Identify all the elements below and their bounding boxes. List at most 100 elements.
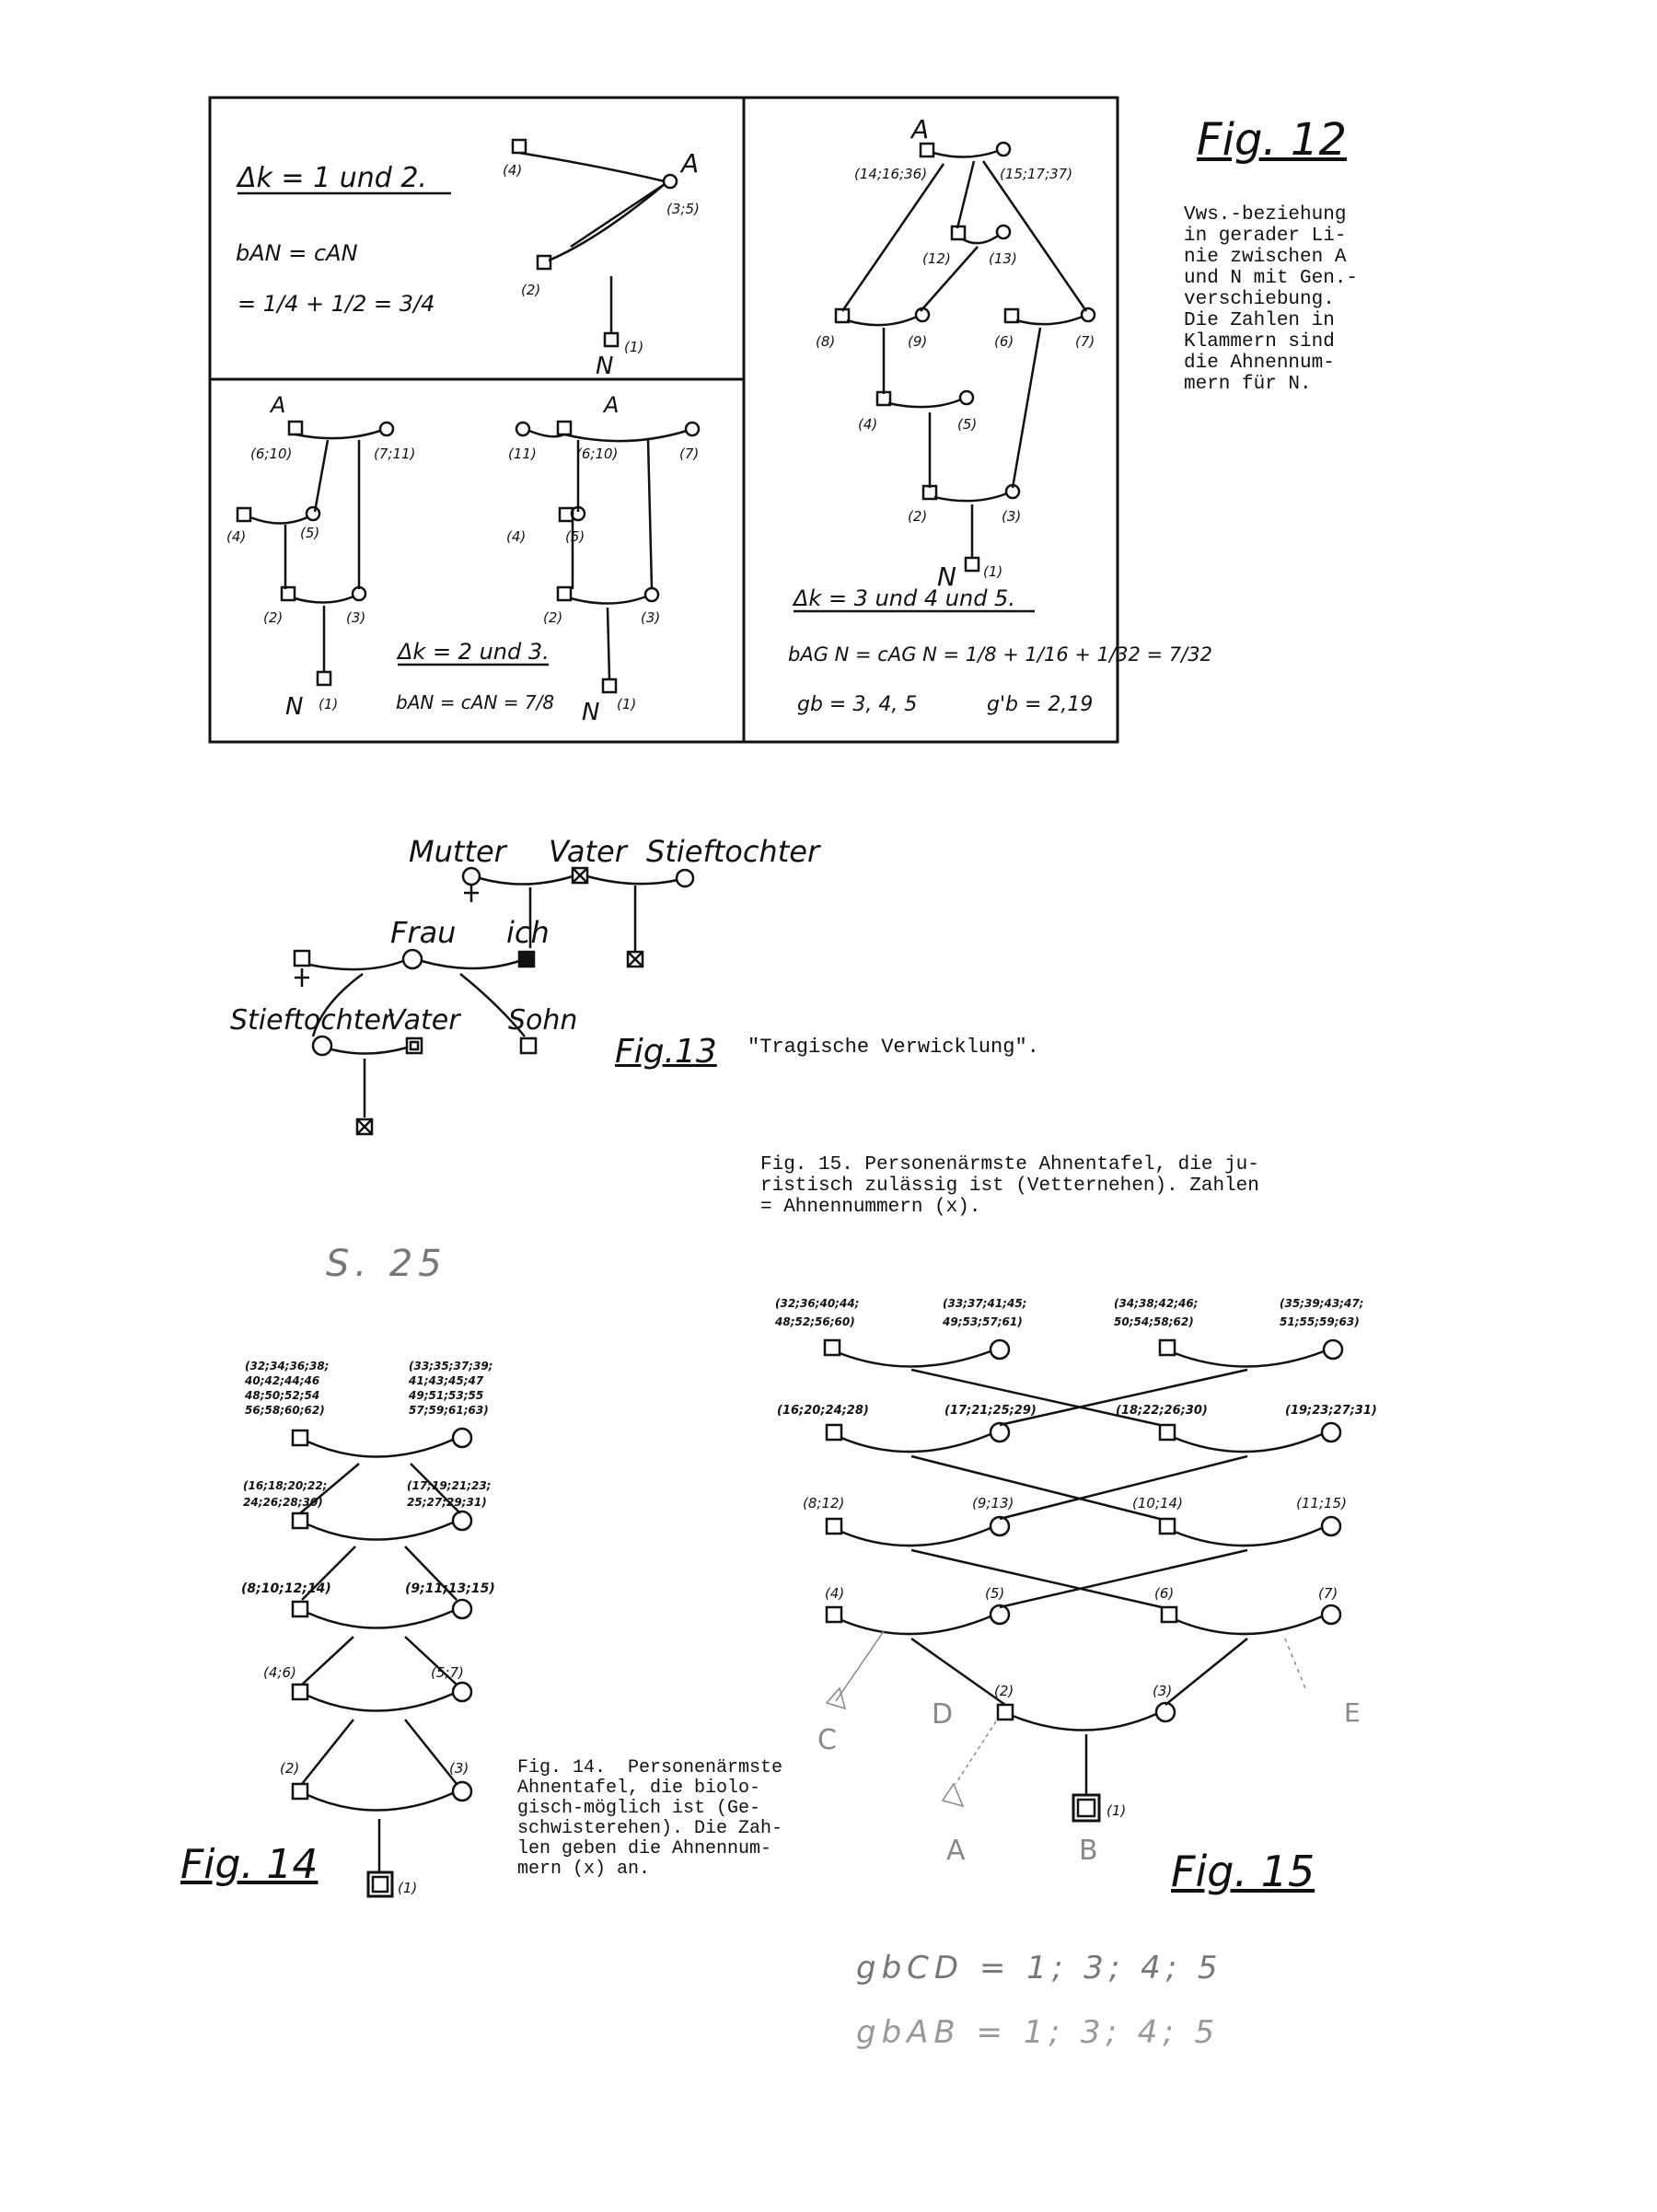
f15-g4-2: (18;22;26;30) [1116,1404,1208,1418]
f15-g2-1: (5) [985,1585,1004,1602]
f15-g1-0: (2) [994,1683,1014,1699]
f14-g1r: (3) [449,1760,469,1777]
p2r-label-11: (11) [508,446,537,462]
p3-label-13: (13) [989,250,1017,267]
f15-pencil-C: C [817,1724,837,1756]
fig13-word-ich: ich [506,915,550,950]
p3-label-A: A [910,114,929,145]
fig14-label: Fig. 14 [180,1841,319,1888]
p2r-label-2: (2) [543,609,562,626]
p1-heading: Δk = 1 und 2. [236,162,427,194]
f15-g5-2a: (34;38;42;46; [1114,1297,1198,1310]
f14-g5r-1: 41;43;45;47 [408,1374,484,1387]
f14-g2r: (5;7) [431,1664,464,1681]
f15-g4-3: (19;23;27;31) [1285,1404,1377,1418]
f14-g3l: (8;10;12;14) [241,1581,331,1596]
p1-label-2: (2) [521,282,540,298]
f14-g4l-1: 24;26;28;30) [243,1496,323,1509]
f14-g5r-0: (33;35;37;39; [409,1360,492,1372]
f15-pencil-D: D [932,1698,953,1731]
p3-label-9: (9) [908,333,927,350]
fig13-word-stieftochter: Stieftochter [646,834,821,869]
fig12-panel1 [238,138,678,348]
f14-g5l-0: (32;34;36;38; [245,1360,329,1372]
p2l-label-6-10: (6;10) [250,446,292,462]
p1-label-4: (4) [503,162,522,179]
f14-g5l-2: 48;50;52;54 [244,1389,319,1402]
f15-g4-1: (17;21;25;29) [944,1404,1037,1418]
p2-heading: Δk = 2 und 3. [396,639,550,665]
p2r-label-1: (1) [617,696,636,712]
p3-label-7: (7) [1075,333,1095,350]
fig13-word-mutter: Mutter [409,834,508,869]
p3-heading: Δk = 3 und 4 und 5. [792,585,1015,611]
p1-formula2: = 1/4 + 1/2 = 3/4 [238,291,435,317]
p2r-label-5: (5) [565,528,585,545]
p2l-label-4: (4) [226,528,246,545]
f15-g1-1: (3) [1153,1683,1172,1699]
p3-label-N: N [937,562,956,592]
p3-label-14-16-36: (14;16;36) [854,166,927,182]
f15-g2-3: (7) [1318,1585,1338,1602]
p2l-label-1: (1) [319,696,338,712]
fig13-word-vater: Vater [549,834,629,869]
p3-formula2b: g'b = 2,19 [987,693,1093,716]
f15-pencil-A: A [946,1835,966,1867]
f15-g2-0: (4) [825,1585,844,1602]
p2-formula: bAN = cAN = 7/8 [396,691,554,713]
f15-g5-3b: 51;55;59;63) [1280,1315,1360,1328]
f15-g5-1a: (33;37;41;45; [943,1297,1026,1310]
f15-g3-2: (10;14) [1132,1495,1183,1511]
p2l-label-A: A [269,392,285,418]
fig12-panel2 [236,420,701,694]
f15-proband: (1) [1107,1802,1126,1819]
fig15-text: (32;36;40;44; 48;52;56;60) (33;37;41;45;… [774,1297,1377,1867]
f15-g4-0: (16;20;24;28) [777,1404,869,1418]
fig14-text: (32;34;36;38; 40;42;44;46 48;50;52;54 56… [241,1360,495,1896]
f14-g4r-0: (17;19;21;23; [407,1479,491,1492]
fig12-panel1-text: Δk = 1 und 2. bAN = cAN = 1/4 + 1/2 = 3/… [236,148,700,380]
f15-g5-1b: 49;53;57;61) [942,1315,1023,1328]
p2r-label-6-10: (6;10) [576,446,618,462]
p3-label-8: (8) [816,333,835,350]
fig13-text: Mutter Vater Stieftochter Frau ich Stief… [230,834,821,1037]
p3-label-4: (4) [858,416,877,433]
pencil-formula-cd: gbCD = 1; 3; 4; 5 [856,1950,1223,1986]
p3-label-6: (6) [994,333,1014,350]
pencil-note-s25: S. 25 [326,1243,447,1285]
p2l-label-2: (2) [263,609,283,626]
fig15-caption: Fig. 15. Personenärmste Ahnentafel, die … [760,1154,1259,1218]
p1-label-A: A [679,148,699,179]
p1-male-1 [603,331,620,348]
f15-g5-0a: (32;36;40;44; [775,1297,859,1310]
p3-label-3: (3) [1002,508,1021,525]
p3-label-12: (12) [922,250,951,267]
f15-g3-1: (9;13) [972,1495,1014,1511]
f14-g1l: (2) [280,1760,299,1777]
p3-formula2a: gb = 3, 4, 5 [797,693,917,716]
fig12-panel3-text: A (14;16;36) (15;17;37) (12) (13) (8) (9… [788,114,1212,716]
p2r-label-A: A [602,392,619,418]
f14-g2l: (4;6) [263,1664,296,1681]
p3-formula1: bAG N = cAG N = 1/8 + 1/16 + 1/32 = 7/32 [788,643,1212,666]
fig13-label: Fig.13 [615,1033,717,1071]
p1-male-2 [536,254,552,271]
p2r-label-7: (7) [679,446,699,462]
f15-g5-0b: 48;52;56;60) [774,1315,855,1328]
fig13-caption: "Tragische Verwicklung". [747,1036,1039,1059]
fig12-panel2-text: A (6;10) (7;11) (4) (5) (2) (3) N (1) A … [226,392,699,726]
p3-label-1: (1) [983,563,1002,580]
f15-g2-2: (6) [1154,1585,1174,1602]
p3-label-5: (5) [957,416,977,433]
fig13-word-sohn: Sohn [508,1004,577,1037]
f15-pencil-E: E [1344,1697,1361,1728]
p2r-label-4: (4) [506,528,526,545]
p2l-label-5: (5) [300,525,319,541]
f14-g4r-1: 25;27;29;31) [407,1496,487,1509]
fig12-frame [208,96,1119,744]
fig12-panel3 [794,141,1096,613]
